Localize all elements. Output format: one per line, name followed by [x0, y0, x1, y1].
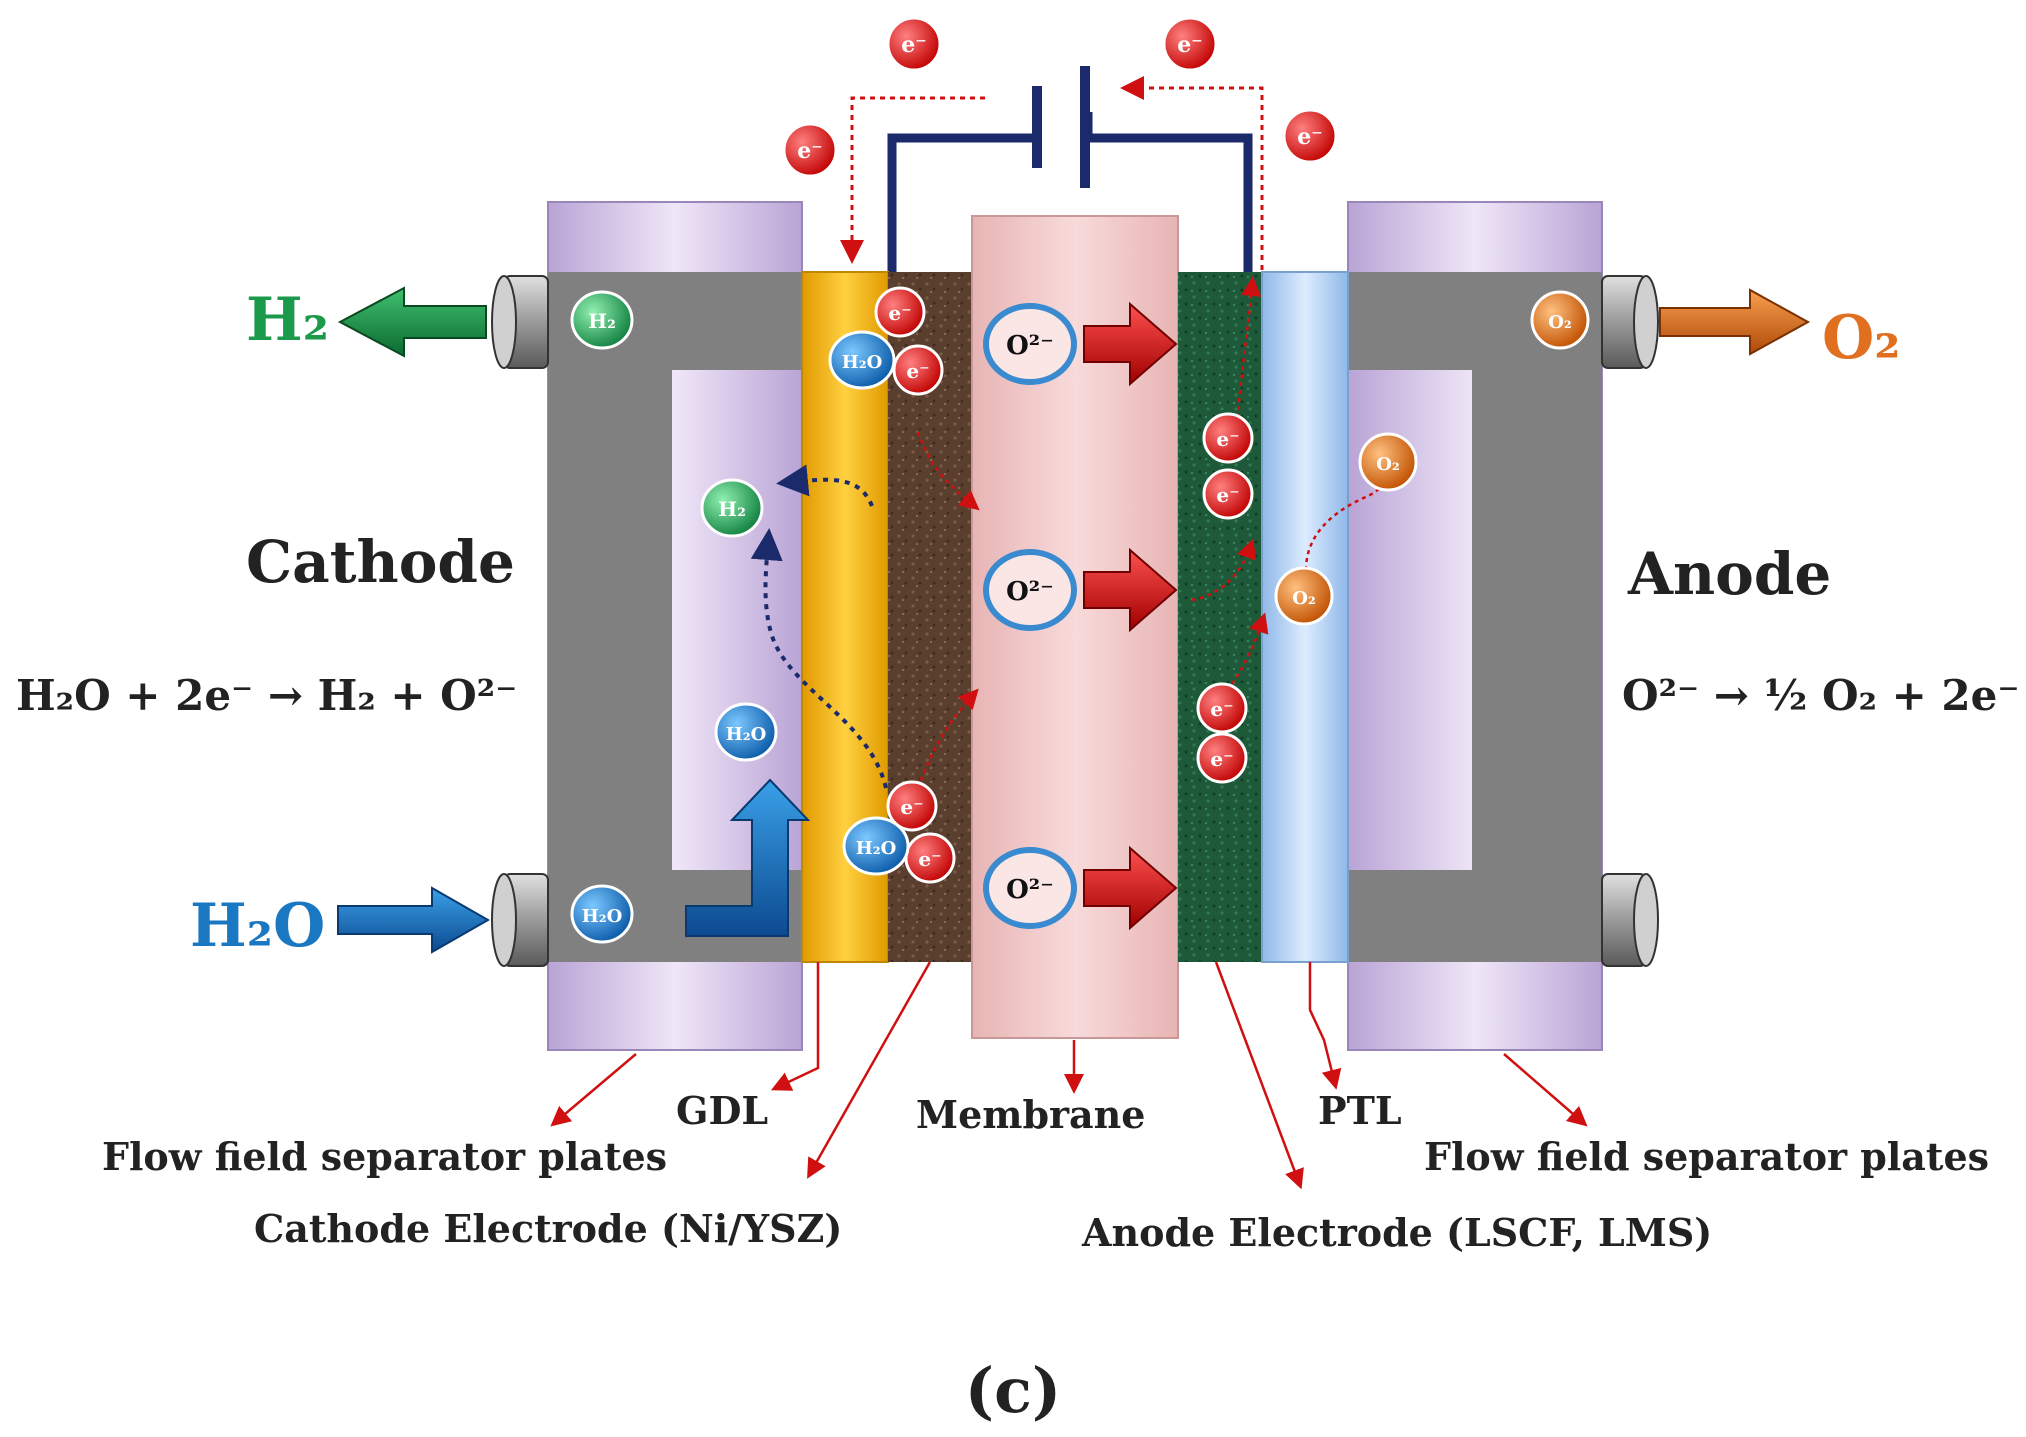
- svg-text:H₂: H₂: [588, 309, 616, 333]
- oxygen-particle: O₂: [1274, 566, 1334, 626]
- svg-text:O²⁻: O²⁻: [1006, 875, 1054, 905]
- electron-path-cathode-lower: [916, 688, 979, 789]
- cathode-reaction: H₂O + 2e⁻ → H₂ + O²⁻: [16, 671, 517, 720]
- label-anode-electrode: Anode Electrode (LSCF, LMS): [1081, 1210, 1712, 1255]
- wire-left: [887, 133, 1032, 272]
- svg-text:O²⁻: O²⁻: [1006, 331, 1054, 361]
- svg-text:e⁻: e⁻: [1210, 697, 1233, 721]
- hydrogen-particle: H₂: [700, 478, 764, 538]
- h2o-inlet-arrow: [337, 886, 491, 954]
- svg-text:H₂O: H₂O: [856, 838, 897, 859]
- port-bottom-left: [491, 873, 549, 967]
- cathode-label: Cathode: [246, 528, 515, 596]
- svg-text:e⁻: e⁻: [901, 32, 927, 58]
- svg-text:O₂: O₂: [1548, 312, 1572, 333]
- oxide-ion-arrow-top: [1083, 301, 1178, 387]
- electron-particle: e⁻: [1196, 732, 1248, 784]
- leader-lines: [550, 961, 1588, 1190]
- svg-text:O₂: O₂: [1376, 454, 1400, 475]
- oxygen-particle: O₂: [1530, 290, 1590, 350]
- svg-text:e⁻: e⁻: [1210, 747, 1233, 771]
- o2-outlet-label: O₂: [1822, 303, 1901, 373]
- electron-particle: e⁻: [886, 16, 942, 72]
- anode-electrode-layer: [1178, 272, 1262, 962]
- svg-text:e⁻: e⁻: [888, 301, 911, 325]
- svg-text:O²⁻: O²⁻: [1006, 577, 1054, 607]
- electron-particle: e⁻: [1162, 16, 1218, 72]
- label-membrane: Membrane: [916, 1092, 1145, 1137]
- electron-particle: e⁻: [1196, 682, 1248, 734]
- figure-caption: (c): [965, 1354, 1061, 1427]
- anode-label: Anode: [1627, 540, 1831, 608]
- svg-text:O₂: O₂: [1292, 588, 1316, 609]
- label-flow-plates-left: Flow field separator plates: [102, 1134, 667, 1179]
- label-gdl: GDL: [676, 1088, 768, 1133]
- electron-particle: e⁻: [886, 780, 938, 832]
- electron-particle: e⁻: [1282, 108, 1338, 164]
- label-flow-plates-right: Flow field separator plates: [1424, 1134, 1989, 1179]
- external-circuit: [840, 66, 1264, 272]
- electron-path-right: [1120, 76, 1264, 270]
- svg-text:H₂: H₂: [718, 497, 746, 521]
- svg-text:e⁻: e⁻: [1216, 427, 1239, 451]
- water-particle: H₂O: [570, 884, 634, 944]
- h2o-turn-arrow: [685, 778, 811, 937]
- electron-particle: e⁻: [904, 832, 956, 884]
- hydrogen-particle: H₂: [570, 290, 634, 350]
- electron-path-cathode-upper: [916, 431, 980, 511]
- electron-path-anode-mid: [1191, 538, 1257, 602]
- oxygen-particle: O₂: [1358, 432, 1418, 492]
- anode-reaction: O²⁻ → ½ O₂ + 2e⁻: [1622, 671, 2020, 720]
- water-particle: H₂O: [842, 816, 910, 876]
- svg-text:e⁻: e⁻: [1297, 124, 1323, 150]
- port-bottom-right: [1601, 873, 1659, 967]
- svg-text:H₂O: H₂O: [842, 352, 883, 373]
- oxide-ion-arrow-bottom: [1083, 845, 1178, 931]
- svg-text:H₂O: H₂O: [582, 906, 623, 927]
- oxide-ion-arrow-middle: [1083, 547, 1178, 633]
- o2-outlet-arrow: [1659, 288, 1811, 356]
- port-top-left: [491, 275, 549, 369]
- electron-path-left: [840, 96, 985, 264]
- electron-particle: e⁻: [874, 286, 926, 338]
- svg-text:e⁻: e⁻: [906, 359, 929, 383]
- h2-outlet-label: H₂: [246, 285, 329, 355]
- h2-path-upper: [776, 464, 874, 507]
- water-particle: H₂O: [828, 330, 896, 390]
- svg-text:e⁻: e⁻: [1177, 32, 1203, 58]
- electron-particle: e⁻: [1202, 468, 1254, 520]
- label-ptl: PTL: [1318, 1088, 1402, 1133]
- electron-particle: e⁻: [782, 122, 838, 178]
- svg-text:e⁻: e⁻: [918, 847, 941, 871]
- svg-text:e⁻: e⁻: [900, 795, 923, 819]
- svg-text:e⁻: e⁻: [1216, 483, 1239, 507]
- battery-plate-negative: [1032, 86, 1042, 168]
- electron-path-anode-up: [1236, 276, 1262, 419]
- h2-outlet-arrow: [337, 286, 487, 358]
- water-particle: H₂O: [714, 702, 778, 762]
- label-cathode-electrode: Cathode Electrode (Ni/YSZ): [254, 1206, 842, 1251]
- particles: e⁻ e⁻ e⁻ e⁻ e⁻ e⁻ H₂O e⁻ e⁻ H₂O H₂ H₂ H₂…: [570, 16, 1590, 944]
- svg-text:H₂O: H₂O: [726, 724, 767, 745]
- oxide-ion-particle: O²⁻: [983, 549, 1077, 631]
- h2o-inlet-label: H₂O: [190, 891, 325, 961]
- svg-text:e⁻: e⁻: [797, 138, 823, 164]
- oxide-ion-particle: O²⁻: [983, 847, 1077, 929]
- oxide-ion-particle: O²⁻: [983, 303, 1077, 385]
- battery-plate-positive: [1080, 66, 1090, 188]
- electron-particle: e⁻: [1202, 412, 1254, 464]
- electron-particle: e⁻: [892, 344, 944, 396]
- port-top-right: [1601, 275, 1659, 369]
